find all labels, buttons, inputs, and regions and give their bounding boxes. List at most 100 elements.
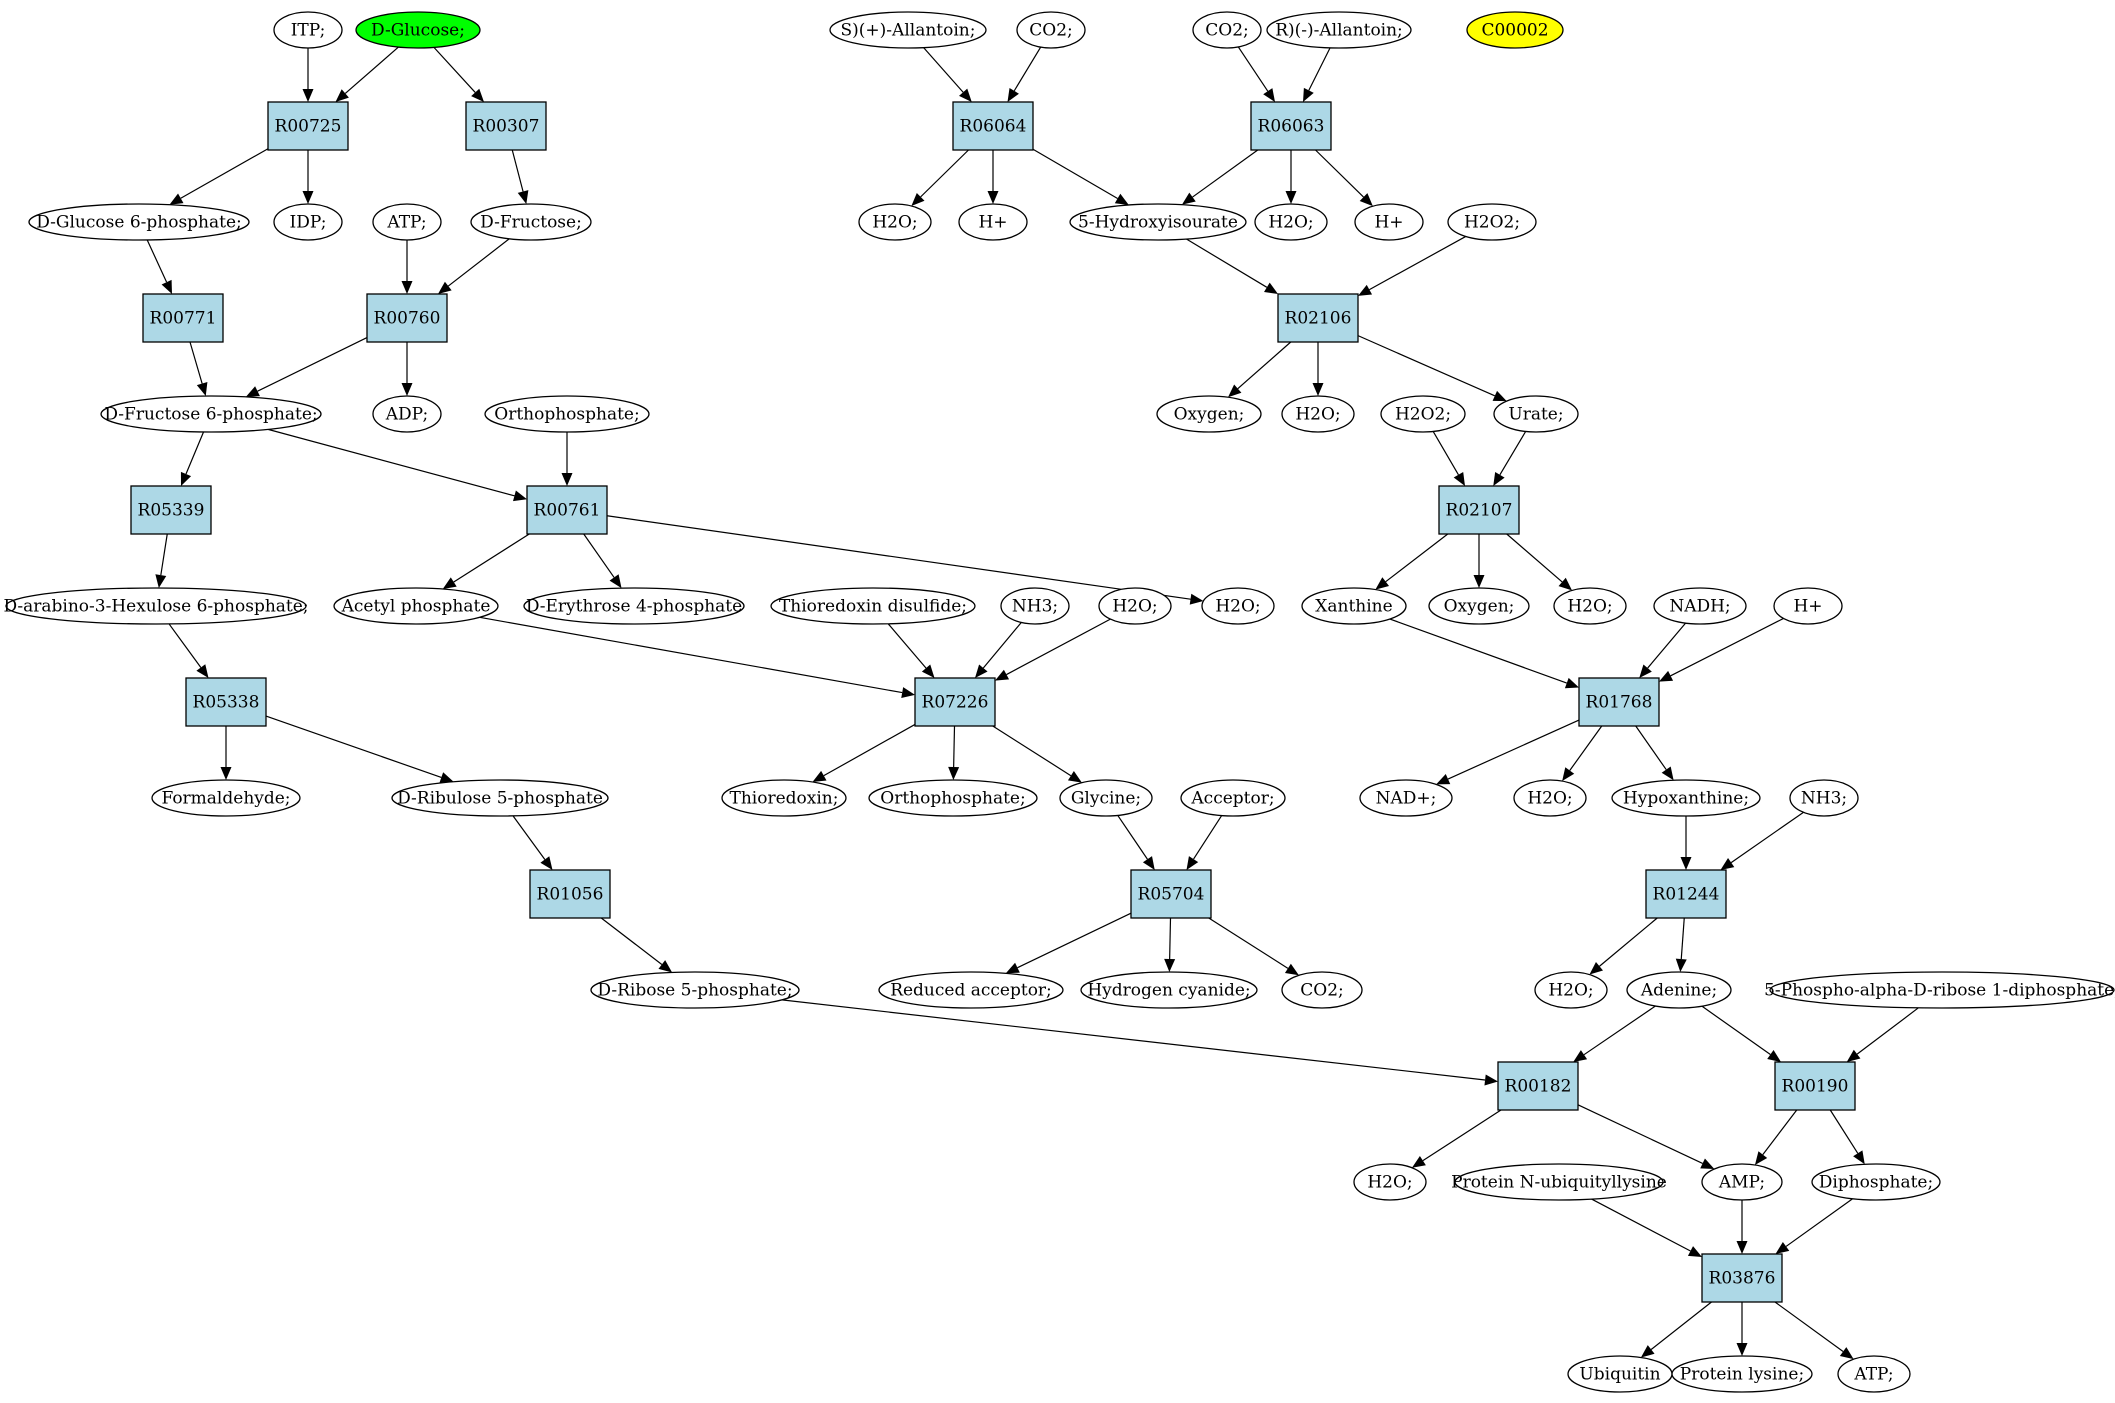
compound-node[interactable]: Xanthine [1301, 587, 1407, 625]
compound-node[interactable]: Oxygen; [1428, 587, 1530, 625]
compound-ellipse [1180, 779, 1286, 817]
compound-node[interactable]: ADP; [372, 395, 442, 433]
compound-node[interactable]: ATP; [1837, 1355, 1911, 1393]
reaction-node[interactable]: R05704 [1130, 869, 1212, 919]
compound-ellipse [470, 203, 592, 241]
arrowhead-icon [995, 669, 1010, 681]
compound-node[interactable]: D-Fructose; [470, 203, 592, 241]
reaction-node[interactable]: R01768 [1578, 677, 1660, 727]
compound-node[interactable]: Thioredoxin disulfide; [770, 587, 976, 625]
compound-ellipse [1447, 203, 1537, 241]
compound-node[interactable]: ITP; [273, 11, 343, 49]
compound-node[interactable]: D-Ribulose 5-phosphate [391, 779, 609, 817]
compound-node[interactable]: Diphosphate; [1811, 1163, 1941, 1201]
compound-node[interactable]: Formaldehyde; [151, 779, 301, 817]
compound-ellipse [770, 587, 976, 625]
compound-node[interactable]: D-Erythrose 4-phosphate [523, 587, 745, 625]
compound-node[interactable]: Thioredoxin; [721, 779, 847, 817]
reaction-node[interactable]: R06063 [1250, 101, 1332, 151]
compound-node[interactable]: D-Fructose 6-phosphate; [100, 395, 322, 433]
compound-node[interactable]: Ubiquitin [1567, 1355, 1673, 1393]
reaction-node[interactable]: R00190 [1774, 1061, 1856, 1111]
compound-node[interactable]: H+ [958, 203, 1028, 241]
compound-node[interactable]: Acetyl phosphate [333, 587, 499, 625]
compound-node[interactable]: D-Glucose 6-phosphate; [28, 203, 250, 241]
compound-node[interactable]: H2O; [1254, 203, 1328, 241]
compound-node[interactable]: CO2; [1016, 11, 1086, 49]
compound-node[interactable]: S)(+)-Allantoin; [829, 11, 987, 49]
arrowhead-icon [959, 88, 972, 102]
compound-node[interactable]: Oxygen; [1156, 395, 1262, 433]
compound-node[interactable]: H+ [1773, 587, 1843, 625]
compound-node[interactable]: Orthophosphate; [484, 395, 650, 433]
compound-node[interactable]: AMP; [1701, 1163, 1783, 1201]
reaction-box [1130, 869, 1212, 919]
compound-node[interactable]: NAD+; [1359, 779, 1453, 817]
compound-node[interactable]: H2O2; [1380, 395, 1466, 433]
reaction-node[interactable]: R02107 [1438, 485, 1520, 535]
compound-node[interactable]: H2O; [858, 203, 932, 241]
reaction-node[interactable]: R00182 [1497, 1061, 1579, 1111]
edge-c52-r18 [1701, 1005, 1781, 1062]
reaction-node[interactable]: R01056 [529, 869, 611, 919]
reaction-node[interactable]: R01244 [1645, 869, 1727, 919]
arrowhead-icon [1358, 284, 1373, 296]
compound-node[interactable]: Orthophosphate; [868, 779, 1038, 817]
compound-label: H2O; [1367, 1173, 1412, 1193]
arrowhead-icon [540, 856, 553, 870]
reaction-node[interactable]: R07226 [914, 677, 996, 727]
compound-node[interactable]: Reduced acceptor; [878, 971, 1064, 1009]
compound-node[interactable]: Protein N-ubiquityllysine [1451, 1163, 1667, 1201]
compound-node[interactable]: CO2; [1281, 971, 1363, 1009]
compound-node[interactable]: Acceptor; [1180, 779, 1286, 817]
reaction-node[interactable]: R00761 [526, 485, 608, 535]
compound-node[interactable]: H2O2; [1447, 203, 1537, 241]
reaction-node[interactable]: R00771 [142, 293, 224, 343]
compound-node[interactable]: D-arabino-3-Hexulose 6-phosphate; [3, 587, 309, 625]
compound-label: Hypoxanthine; [1623, 789, 1749, 809]
compound-node[interactable]: R)(-)-Allantoin; [1266, 11, 1412, 49]
reaction-node[interactable]: R05339 [130, 485, 212, 535]
edge-c23-r10 [1432, 431, 1465, 486]
compound-node[interactable]: ATP; [372, 203, 442, 241]
compound-node[interactable]: NH3; [1789, 779, 1859, 817]
compound-node[interactable]: D-Ribose 5-phosphate; [590, 971, 800, 1009]
compound-node[interactable]: NH3; [1000, 587, 1070, 625]
compound-ellipse [1454, 1163, 1664, 1201]
compound-node[interactable]: CO2; [1192, 11, 1262, 49]
compound-node[interactable]: H2O; [1201, 587, 1275, 625]
compound-node[interactable]: H2O; [1513, 779, 1587, 817]
compound-node[interactable]: 5-Phospho-alpha-D-ribose 1-diphosphate; [1764, 971, 2115, 1009]
arrowhead-icon [1767, 1050, 1781, 1062]
reaction-node[interactable]: R02106 [1277, 293, 1359, 343]
compound-node[interactable]: H2O; [1281, 395, 1355, 433]
reaction-node[interactable]: R06064 [952, 101, 1034, 151]
compound-node[interactable]: Hypoxanthine; [1611, 779, 1761, 817]
compound-node[interactable]: H2O; [1553, 587, 1627, 625]
compound-node[interactable]: 5-Hydroxyisourate [1069, 203, 1247, 241]
arrowhead-icon [1839, 1347, 1854, 1360]
compound-node[interactable]: D-Glucose; [355, 11, 481, 49]
edge-line [1315, 149, 1364, 198]
reaction-node[interactable]: R03876 [1701, 1253, 1783, 1303]
compound-node[interactable]: Adenine; [1626, 971, 1732, 1009]
reaction-node[interactable]: R00725 [267, 101, 349, 151]
compound-node[interactable]: NADH; [1653, 587, 1747, 625]
arrowhead-icon [1186, 856, 1199, 870]
reaction-node[interactable]: R05338 [185, 677, 267, 727]
compound-node[interactable]: Glycine; [1059, 779, 1153, 817]
compound-node[interactable]: IDP; [273, 203, 343, 241]
compound-node[interactable]: Urate; [1493, 395, 1579, 433]
compound-node[interactable]: C00002 [1466, 11, 1564, 49]
compound-node[interactable]: H2O; [1534, 971, 1608, 1009]
compound-label: Acceptor; [1190, 789, 1274, 809]
compound-node[interactable]: H2O; [1098, 587, 1172, 625]
arrowhead-icon [1639, 664, 1652, 678]
compound-node[interactable]: H+ [1354, 203, 1424, 241]
compound-node[interactable]: Hydrogen cyanide; [1080, 971, 1258, 1009]
reaction-node[interactable]: R00307 [465, 101, 547, 151]
compound-label: 5-Hydroxyisourate [1078, 213, 1238, 233]
compound-node[interactable]: Protein lysine; [1671, 1355, 1813, 1393]
reaction-node[interactable]: R00760 [366, 293, 448, 343]
compound-node[interactable]: H2O; [1353, 1163, 1427, 1201]
